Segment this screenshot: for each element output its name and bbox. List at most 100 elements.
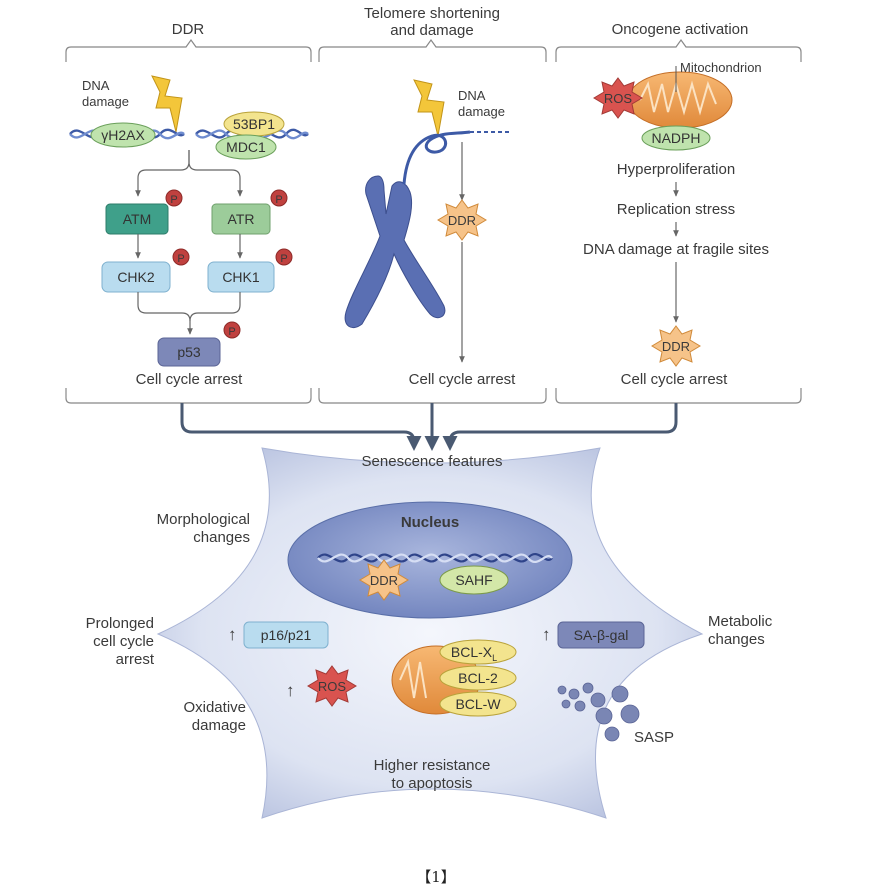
oncogene-ros-label: ROS bbox=[604, 91, 633, 106]
cell-ros-label: ROS bbox=[318, 679, 347, 694]
phospho-badges: P P P P P bbox=[165, 189, 293, 339]
nadph-oval bbox=[641, 125, 711, 151]
feature-metabolic-line1: Metabolic bbox=[708, 613, 773, 630]
p16p21-label: p16/p21 bbox=[261, 627, 312, 643]
nucleus-ddr-label: DDR bbox=[370, 573, 398, 588]
ddr-dna-damage-line2: damage bbox=[82, 94, 129, 109]
nucleus-dna-helix-icon bbox=[317, 552, 553, 564]
gh2ax-label: γH2AX bbox=[101, 127, 145, 143]
oncogene-outcome: Cell cycle arrest bbox=[621, 371, 729, 388]
p53-box bbox=[157, 337, 221, 367]
senescence-features-title: Senescence features bbox=[362, 453, 503, 470]
telomere-panel: DNA damage DDR Cell cycle arrest bbox=[344, 79, 517, 388]
oncogene-top-bracket bbox=[555, 38, 802, 62]
oncogene-panel-title: Oncogene activation bbox=[612, 21, 749, 38]
telomere-ddr-label: DDR bbox=[448, 213, 476, 228]
feature-morphological-line1: Morphological bbox=[157, 511, 250, 528]
atr-label: ATR bbox=[228, 211, 255, 227]
telomere-outcome: Cell cycle arrest bbox=[409, 371, 517, 388]
mdc1-label: MDC1 bbox=[226, 139, 266, 155]
ddr-panel: DNA damage γH2AX 53BP1 MDC1 ATM ATR CHK2… bbox=[69, 75, 309, 388]
phospho-atr: P bbox=[275, 194, 282, 206]
oncogene-ddr-label: DDR bbox=[662, 339, 690, 354]
chk2-box bbox=[101, 261, 171, 293]
lightning-icon bbox=[413, 79, 445, 137]
bcl-xl-label: BCL-XL bbox=[451, 644, 497, 663]
chk1-box bbox=[207, 261, 275, 293]
feature-morphological-line2: changes bbox=[193, 529, 250, 546]
chk1-label: CHK1 bbox=[222, 269, 260, 285]
telomere-thread bbox=[402, 130, 471, 185]
nadph-label: NADPH bbox=[651, 130, 700, 146]
phospho-chk1: P bbox=[280, 253, 287, 265]
gh2ax-oval bbox=[90, 122, 156, 148]
sahf-label: SAHF bbox=[455, 572, 492, 588]
telomere-panel-title-line2: and damage bbox=[390, 22, 473, 39]
atr-box bbox=[211, 203, 271, 235]
phospho-p53: P bbox=[228, 326, 235, 338]
feature-oxidative-line1: Oxidative bbox=[183, 699, 246, 716]
step-replication-stress: Replication stress bbox=[617, 201, 735, 218]
ros-star-oncogene bbox=[593, 77, 643, 119]
sa-bgal-box bbox=[557, 621, 645, 649]
bcl-w-oval bbox=[439, 691, 517, 717]
phospho-atm: P bbox=[170, 194, 177, 206]
atm-label: ATM bbox=[123, 211, 152, 227]
arrow-to-atr bbox=[188, 150, 243, 197]
figure-number: 【1】 bbox=[416, 868, 456, 886]
chk2-label: CHK2 bbox=[117, 269, 155, 285]
chromosome-icon bbox=[344, 175, 446, 328]
phospho-chk2: P bbox=[177, 253, 184, 265]
ddr-star-oncogene bbox=[651, 325, 701, 367]
ddr-outcome: Cell cycle arrest bbox=[136, 371, 244, 388]
ddr-panel-title: DDR bbox=[172, 21, 205, 38]
sahf-oval bbox=[439, 565, 509, 595]
p53-label: p53 bbox=[177, 344, 201, 360]
step-hyperproliferation: Hyperproliferation bbox=[617, 161, 735, 178]
sasp-dots-icon bbox=[557, 682, 640, 742]
telomere-top-bracket bbox=[318, 38, 547, 62]
ros-star-cell bbox=[307, 665, 357, 707]
bcl-xl-oval bbox=[439, 639, 517, 665]
feature-prolonged-line2: cell cycle bbox=[93, 633, 154, 650]
arrow-chk1-p53 bbox=[189, 292, 241, 322]
converging-arrows bbox=[180, 403, 678, 451]
atm-box bbox=[105, 203, 169, 235]
sasp-label: SASP bbox=[634, 729, 674, 746]
arrow-to-atm bbox=[135, 150, 190, 197]
cell-mitochondrion-cristae bbox=[399, 658, 427, 699]
feature-prolonged-line1: Prolonged bbox=[86, 615, 154, 632]
step-dna-damage-fragile: DNA damage at fragile sites bbox=[583, 241, 769, 258]
ddr-bottom-bracket bbox=[65, 388, 312, 404]
feature-apoptosis-line1: Higher resistance bbox=[374, 757, 491, 774]
ddr-top-bracket bbox=[65, 38, 312, 62]
sa-bgal-label: SA-β-gal bbox=[574, 627, 629, 643]
p16p21-box bbox=[243, 621, 329, 649]
nucleus-ddr-star bbox=[359, 559, 409, 601]
bcl-2-label: BCL-2 bbox=[458, 670, 498, 686]
ros-up-arrow: ↑ bbox=[286, 681, 295, 700]
bcl-xl-subscript: L bbox=[492, 653, 497, 663]
senescent-cell bbox=[156, 447, 704, 819]
ddr-dna-damage-line1: DNA bbox=[82, 78, 110, 93]
oncogene-bottom-bracket bbox=[555, 388, 802, 404]
telomere-dna-damage-line2: damage bbox=[458, 104, 505, 119]
bcl-xl-base: BCL-X bbox=[451, 644, 493, 660]
feature-prolonged-line3: arrest bbox=[116, 651, 155, 668]
mitochondrion-label: Mitochondrion bbox=[680, 60, 762, 75]
bcl-2-oval bbox=[439, 665, 517, 691]
feature-oxidative-line2: damage bbox=[192, 717, 246, 734]
feature-apoptosis-line2: to apoptosis bbox=[392, 775, 473, 792]
sa-bgal-up-arrow: ↑ bbox=[542, 625, 551, 644]
p16p21-up-arrow: ↑ bbox=[228, 625, 237, 644]
telomere-panel-title-line1: Telomere shortening bbox=[364, 5, 500, 22]
oncogene-panel: Mitochondrion ROS NADPH Hyperproliferati… bbox=[583, 60, 769, 388]
telomere-bottom-bracket bbox=[318, 388, 547, 404]
telomere-dna-damage-line1: DNA bbox=[458, 88, 486, 103]
arrow-chk2-p53 bbox=[137, 292, 193, 335]
nucleus-label: Nucleus bbox=[401, 514, 459, 531]
bcl-w-label: BCL-W bbox=[455, 696, 501, 712]
lightning-icon bbox=[151, 75, 183, 133]
mdc1-oval bbox=[215, 134, 277, 160]
